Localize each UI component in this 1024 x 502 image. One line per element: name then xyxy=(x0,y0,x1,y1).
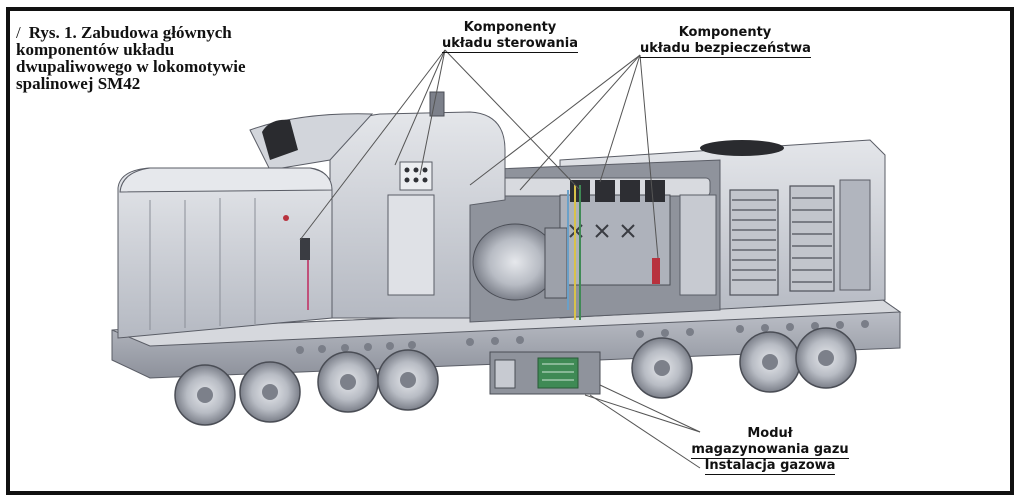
wheel xyxy=(377,349,439,411)
wheel xyxy=(317,351,379,413)
chassis-bolts xyxy=(296,320,869,354)
leader-lines xyxy=(299,49,701,469)
gas-filter xyxy=(652,258,660,284)
roof-fan xyxy=(700,140,784,156)
caption-line-1: Rys. 1. Zabudowa głównych xyxy=(28,23,232,42)
radiator-grille xyxy=(729,185,835,296)
label-control-line-1: Komponenty xyxy=(463,20,557,35)
engine-block xyxy=(559,180,671,286)
caption-line-3: dwupaliwowego w lokomotywie xyxy=(16,57,246,76)
wheel xyxy=(631,337,693,399)
label-gas-line-1: Moduł xyxy=(747,426,793,441)
engine-compartment xyxy=(469,159,721,323)
caption-line-2: komponentów układu xyxy=(16,40,175,59)
label-control-line-2: układu sterowania xyxy=(442,36,578,53)
label-gas-line-2: magazynowania gazu xyxy=(691,442,849,459)
gas-storage-module xyxy=(489,351,601,395)
wheel xyxy=(174,364,236,426)
label-safety-components: Komponenty układu bezpieczeństwa xyxy=(640,25,811,58)
label-safety-line-1: Komponenty xyxy=(678,25,772,40)
wheels xyxy=(174,327,857,426)
wheel xyxy=(739,331,801,393)
caption-prefix: / xyxy=(16,23,21,42)
cab xyxy=(249,91,506,319)
short-hood xyxy=(117,167,333,339)
cab-door xyxy=(387,194,435,296)
wheel xyxy=(795,327,857,389)
control-panel xyxy=(399,161,433,191)
figure-caption: / Rys. 1. Zabudowa głównych komponentów u… xyxy=(16,24,316,92)
wheel xyxy=(239,361,301,423)
caption-line-4: spalinowej SM42 xyxy=(16,74,141,93)
label-control-components: Komponenty układu sterowania xyxy=(440,20,580,53)
label-safety-line-2: układu bezpieczeństwa xyxy=(640,41,811,58)
label-gas-line-3: Instalacja gazowa xyxy=(704,458,836,475)
generator xyxy=(472,223,558,301)
label-gas-module: Moduł magazynowania gazu Instalacja gazo… xyxy=(690,426,850,475)
